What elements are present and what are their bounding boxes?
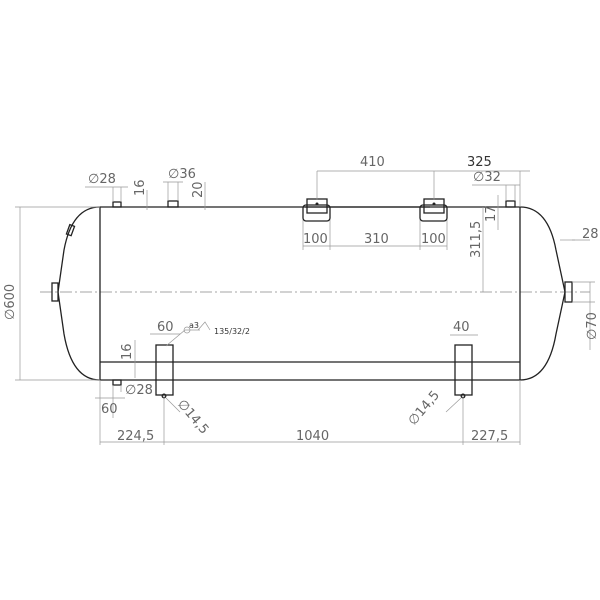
dim-410: 410 (360, 155, 385, 170)
dim-40: 40 (453, 320, 470, 335)
dim-224-5: 224,5 (117, 429, 154, 444)
nozzle-32 (505, 200, 516, 208)
dim-d36: ∅36 (168, 167, 196, 182)
dim-d32: ∅32 (473, 170, 501, 185)
dim-d70: ∅70 (585, 312, 600, 340)
dim-17: 17 (484, 205, 499, 222)
dim-60-bottom: 60 (101, 402, 118, 417)
support-foot-left (155, 344, 174, 399)
dim-16-top: 16 (133, 179, 148, 196)
dim-d28-top: ∅28 (88, 172, 116, 187)
nozzle-36 (167, 200, 179, 208)
lifting-lug-right (419, 198, 448, 222)
dim-20: 20 (191, 181, 206, 198)
dim-311-5: 311,5 (469, 221, 484, 258)
weld-a3: a3 (189, 321, 199, 330)
dimension-lines (15, 170, 595, 445)
nozzle-70 (564, 281, 573, 303)
dim-227-5: 227,5 (471, 429, 508, 444)
dim-100-right: 100 (421, 232, 446, 247)
support-foot-right (454, 344, 473, 399)
weld-spec: 135/32/2 (214, 327, 250, 336)
dim-28-right: 28 (582, 227, 599, 242)
nozzle-left (51, 282, 59, 302)
dim-d14-5-left: ∅14,5 (174, 397, 211, 437)
dim-310: 310 (364, 232, 389, 247)
dim-1040: 1040 (296, 429, 329, 444)
dim-325: 325 (467, 155, 492, 170)
lifting-lug-left (302, 198, 331, 222)
dim-d600: ∅600 (3, 284, 18, 320)
dim-100-left: 100 (303, 232, 328, 247)
dim-60-weld: 60 (157, 320, 174, 335)
dim-16-bottom: 16 (120, 343, 135, 360)
dim-d28-bottom: ∅28 (125, 383, 153, 398)
nozzle-left-head (65, 223, 76, 237)
nozzle-28-bottom (112, 379, 122, 386)
nozzle-28-top (112, 201, 122, 208)
dim-d14-5-right: ∅14,5 (406, 388, 443, 428)
